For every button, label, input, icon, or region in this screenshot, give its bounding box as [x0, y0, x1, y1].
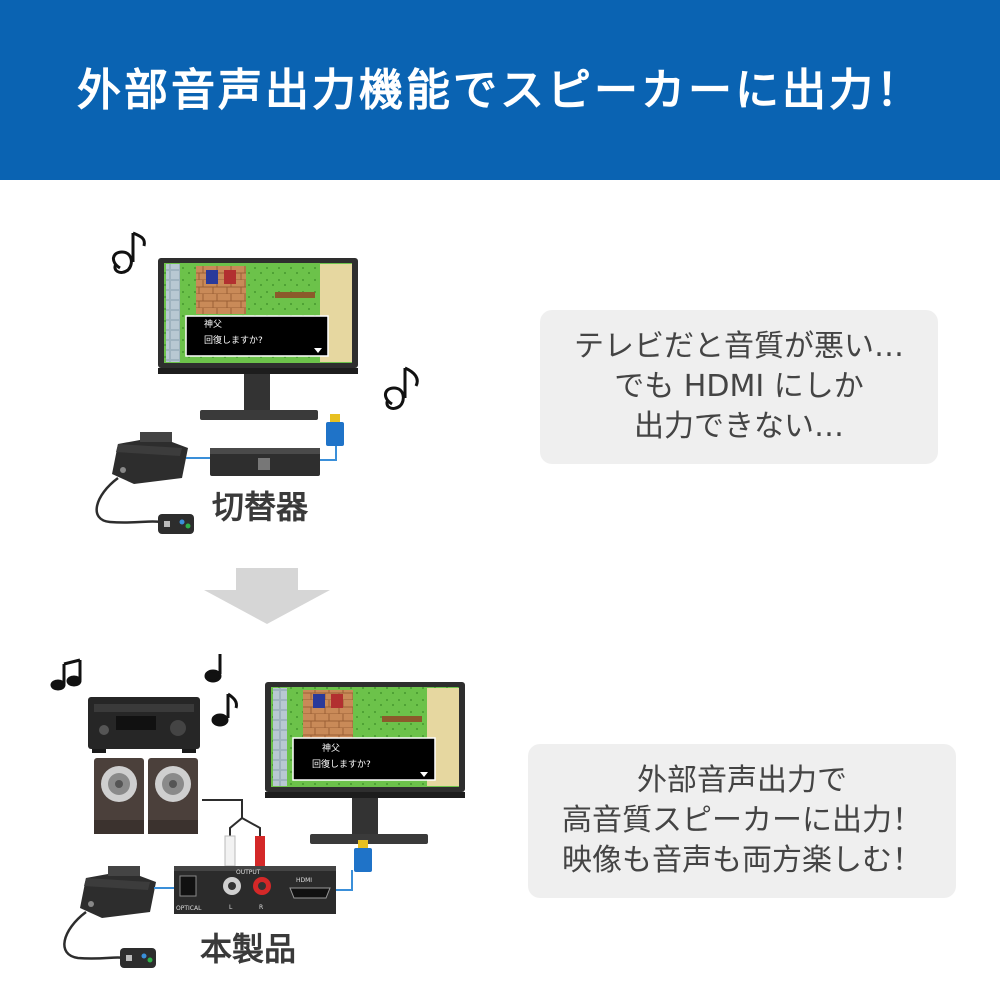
speaker-icon	[148, 758, 198, 834]
header-banner: 外部音声出力機能でスピーカーに出力！	[0, 0, 1000, 180]
page-title: 外部音声出力機能でスピーカーに出力！	[77, 65, 923, 116]
music-note-icon	[384, 366, 419, 410]
speaker-icon	[94, 758, 144, 834]
monitor-icon: 神父 回復しますか?	[265, 682, 465, 844]
port-label-left: L	[229, 904, 233, 911]
after-speech-bubble: 外部音声出力で 高音質スピーカーに出力！ 映像も音声も両方楽しむ！	[528, 744, 956, 898]
bubble-line: テレビだと音質が悪い…	[574, 329, 904, 364]
monitor-icon: 神父 回復しますか?	[158, 258, 358, 420]
bubble-line: 外部音声出力で	[637, 763, 847, 798]
bubble-line: 映像も音声も両方楽しむ！	[562, 843, 922, 878]
product-label: 本製品	[200, 930, 297, 968]
game-console-icon	[112, 432, 188, 484]
dialog-speaker: 神父	[204, 318, 222, 330]
switcher-icon	[210, 448, 320, 476]
dialog-message: 回復しますか?	[312, 758, 371, 770]
port-label-optical: OPTICAL	[176, 905, 202, 912]
hdmi-plug-icon	[326, 414, 344, 446]
dialog-speaker: 神父	[322, 742, 340, 754]
game-console-icon	[80, 866, 156, 918]
bubble-line: 出力できない…	[634, 409, 844, 444]
hdmi-plug-icon	[354, 840, 372, 872]
before-speech-bubble: テレビだと音質が悪い… でも HDMI にしか 出力できない…	[540, 310, 938, 464]
port-label-hdmi: HDMI	[296, 877, 312, 884]
music-note-icon	[50, 658, 82, 691]
bubble-line: でも HDMI にしか	[614, 369, 864, 404]
switcher-label: 切替器	[212, 488, 309, 526]
controller-icon	[158, 514, 194, 534]
down-arrow-icon	[204, 568, 330, 624]
music-note-icon	[204, 654, 222, 683]
dialog-message: 回復しますか?	[204, 334, 263, 346]
bubble-line: 高音質スピーカーに出力！	[562, 803, 922, 838]
port-label-output: OUTPUT	[236, 869, 261, 876]
av-receiver-icon	[88, 697, 200, 753]
port-label-right: R	[259, 904, 263, 911]
music-note-icon	[112, 231, 146, 274]
converter-icon: OPTICAL OUTPUT L R HDMI	[174, 866, 336, 914]
music-note-icon	[211, 692, 238, 727]
controller-icon	[120, 948, 156, 968]
